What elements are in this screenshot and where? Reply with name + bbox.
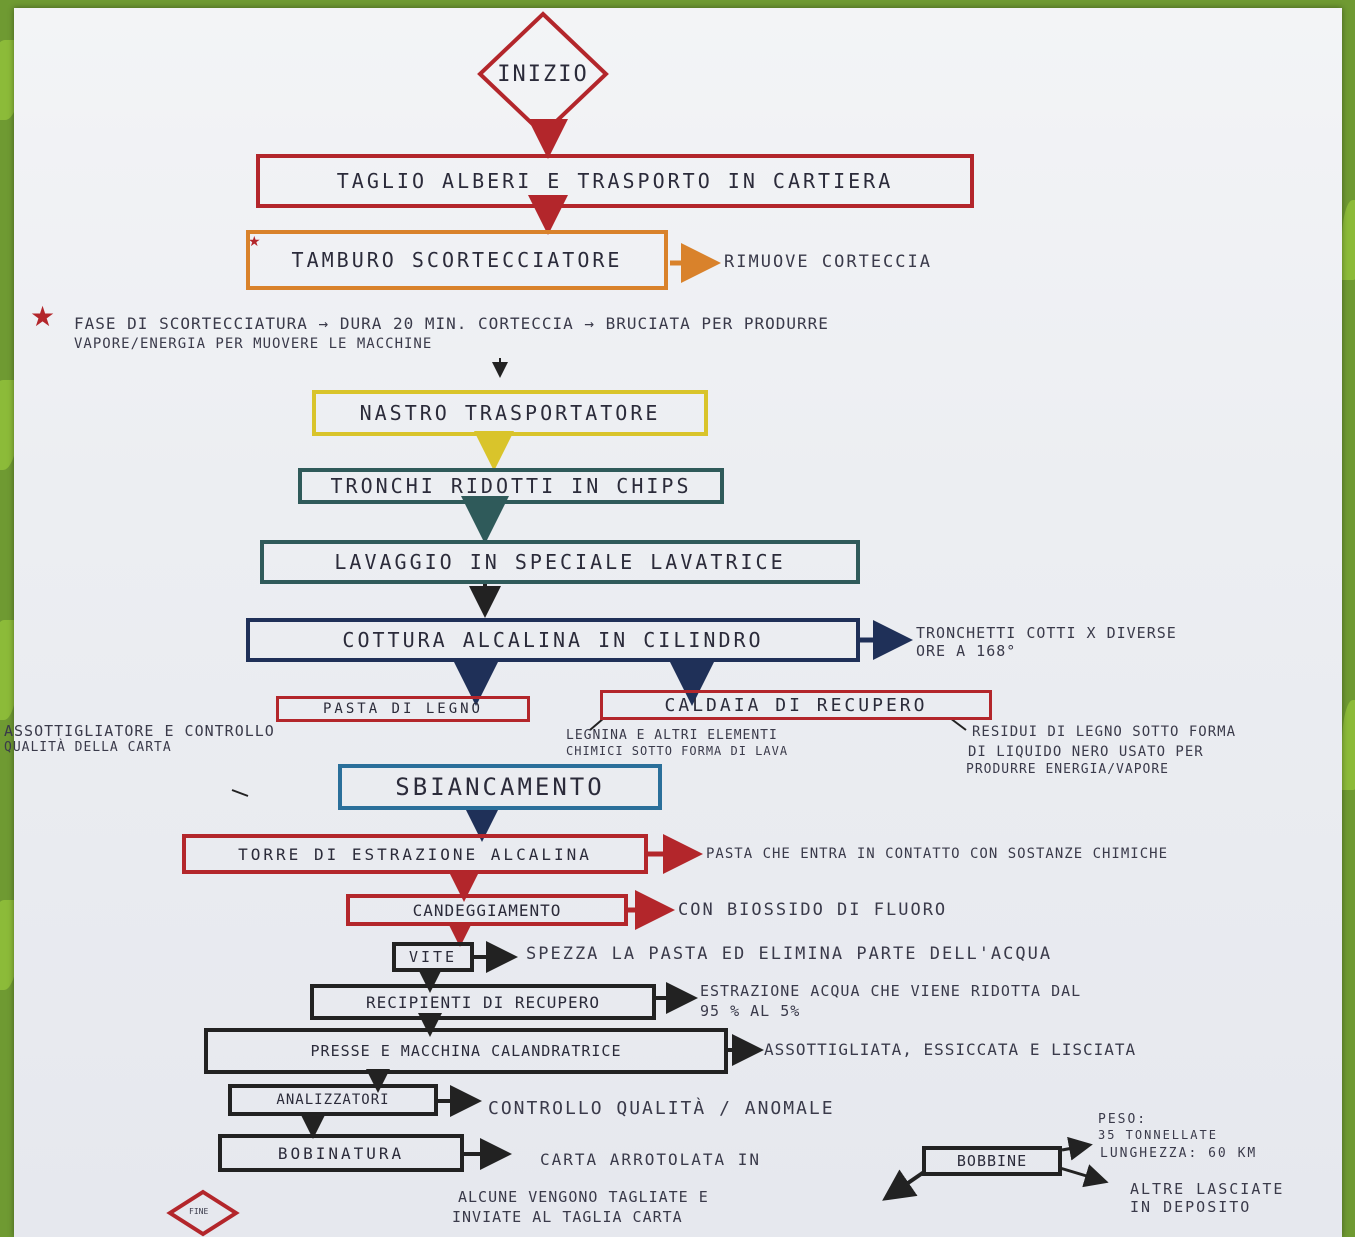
note-alcune-tagliate-1: ALCUNE VENGONO TAGLIATE E [458,1188,709,1206]
step-bobbine: BOBBINE [922,1146,1062,1176]
leaf-decoration [0,380,18,470]
note-assottigliatore-1: ASSOTTIGLIATORE E CONTROLLO [4,722,275,740]
note-altre-lasciate-2: IN DEPOSITO [1130,1198,1252,1216]
note-biossido: CON BIOSSIDO DI FLUORO [678,900,948,920]
step-analizzatori: ANALIZZATORI [228,1084,438,1116]
step-nastro-trasportatore: NASTRO TRASPORTATORE [312,390,708,436]
note-residui-2: DI LIQUIDO NERO USATO PER [968,744,1204,760]
step-tronchi-chips: TRONCHI RIDOTTI IN CHIPS [298,468,724,504]
step-lavaggio: LAVAGGIO IN SPECIALE LAVATRICE [260,540,860,584]
leaf-decoration [1342,700,1355,790]
step-taglio-alberi: TAGLIO ALBERI E TRASPORTO IN CARTIERA [256,154,974,208]
note-peso-1: PESO: [1098,1112,1148,1127]
note-estrazione-acqua-1: ESTRAZIONE ACQUA CHE VIENE RIDOTTA DAL [700,982,1082,1000]
note-rimuove-corteccia: RIMUOVE CORTECCIA [724,252,932,272]
leaf-decoration [0,900,18,990]
note-assottigliata: ASSOTTIGLIATA, ESSICCATA E LISCIATA [764,1040,1137,1059]
note-assottigliatore-2: QUALITÀ DELLA CARTA [4,740,172,755]
start-label: INIZIO [497,61,589,87]
note-peso-2: 35 TONNELLATE [1098,1128,1218,1142]
note-residui-3: PRODURRE ENERGIA/VAPORE [966,762,1170,777]
note-altre-lasciate-1: ALTRE LASCIATE [1130,1180,1285,1198]
step-tamburo-scortecciatore: TAMBURO SCORTECCIATORE [246,230,668,290]
svg-text:★: ★ [30,300,55,333]
note-legnina-1: LEGNINA E ALTRI ELEMENTI [566,728,778,743]
svg-text:★: ★ [248,234,261,250]
end-diamond [166,1189,240,1237]
note-controllo-qualita: CONTROLLO QUALITÀ / ANOMALE [488,1098,835,1119]
step-vite: VITE [392,942,474,972]
step-cottura-alcalina: COTTURA ALCALINA IN CILINDRO [246,618,860,662]
leaf-decoration [0,620,18,720]
note-tronchetti-1: TRONCHETTI COTTI X DIVERSE [916,624,1177,642]
step-bobinatura: BOBINATURA [218,1134,464,1172]
step-sbiancamento: SBIANCAMENTO [338,764,662,810]
note-legnina-2: CHIMICI SOTTO FORMA DI LAVA [566,744,789,758]
leaf-decoration [1342,200,1355,280]
step-presse-calandratrice: PRESSE E MACCHINA CALANDRATRICE [204,1028,728,1074]
paper-sheet [14,8,1342,1237]
note-estrazione-acqua-2: 95 % AL 5% [700,1002,801,1020]
note-residui-1: RESIDUI DI LEGNO SOTTO FORMA [972,724,1237,740]
note-alcune-tagliate-2: INVIATE AL TAGLIA CARTA [452,1208,683,1226]
step-caldaia-di-recupero: CALDAIA DI RECUPERO [600,690,992,720]
step-torre-estrazione: TORRE DI ESTRAZIONE ALCALINA [182,834,648,874]
step-recipienti-recupero: RECIPIENTI DI RECUPERO [310,984,656,1020]
step-pasta-di-legno: PASTA DI LEGNO [276,696,530,722]
note-lunghezza: LUNGHEZZA: 60 KM [1100,1146,1258,1161]
note-spezza-pasta: SPEZZA LA PASTA ED ELIMINA PARTE DELL'AC… [526,944,1053,964]
note-scortecciatura-2: VAPORE/ENERGIA PER MUOVERE LE MACCHINE [74,336,433,352]
end-label: FINE [189,1207,209,1216]
note-carta-arrotolata: CARTA ARROTOLATA IN [540,1150,762,1169]
step-candeggiamento: CANDEGGIAMENTO [346,894,628,926]
note-pasta-contatto: PASTA CHE ENTRA IN CONTATTO CON SOSTANZE… [706,846,1169,862]
note-scortecciatura-1: FASE DI SCORTECCIATURA → DURA 20 MIN. CO… [74,314,829,333]
note-tronchetti-2: ORE A 168° [916,642,1017,660]
